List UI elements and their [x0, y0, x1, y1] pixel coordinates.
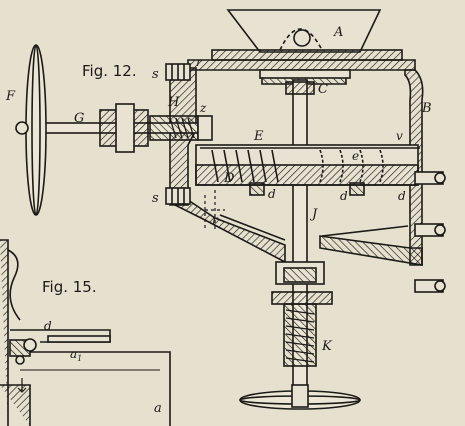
label-G: G — [74, 111, 84, 126]
grinding-chamber — [195, 144, 420, 196]
label-K: K — [321, 339, 333, 354]
side-handwheel[interactable] — [15, 44, 47, 216]
label-F: F — [5, 89, 16, 104]
right-bolts — [414, 171, 446, 293]
label-d3: d — [398, 189, 406, 203]
fig15-label: Fig. 15. — [42, 278, 97, 296]
hopper — [211, 9, 403, 61]
housing — [169, 59, 424, 266]
label-d-fig15: d — [44, 319, 52, 333]
label-a: a — [154, 401, 162, 416]
label-E: E — [253, 129, 264, 144]
label-B: B — [421, 101, 432, 116]
label-J: J — [309, 207, 318, 222]
label-s-top: s — [152, 67, 159, 82]
horizontal-shaft — [39, 103, 213, 153]
bottom-handwheel[interactable] — [239, 384, 361, 410]
label-r-bottom: r — [212, 213, 219, 227]
label-v: v — [396, 129, 403, 143]
bolt-bottom — [165, 187, 191, 205]
label-H: H — [167, 95, 180, 110]
label-a1: a1 — [70, 347, 82, 363]
fig12-drawing — [15, 9, 446, 410]
label-s-bottom: s — [152, 191, 159, 206]
label-d2: d — [340, 189, 348, 203]
label-z: z — [199, 101, 207, 115]
label-e: e — [352, 149, 359, 163]
label-C: C — [318, 82, 328, 97]
bolt-top — [165, 63, 191, 81]
adjusting-screw — [283, 303, 317, 367]
label-r-top: r — [196, 55, 203, 69]
hidden-lines — [204, 190, 225, 230]
label-d1: d — [268, 187, 276, 201]
label-A: A — [333, 25, 343, 40]
fig12-label: Fig. 12. — [82, 62, 137, 80]
label-D: D — [223, 171, 235, 186]
fig15-drawing — [0, 239, 171, 426]
